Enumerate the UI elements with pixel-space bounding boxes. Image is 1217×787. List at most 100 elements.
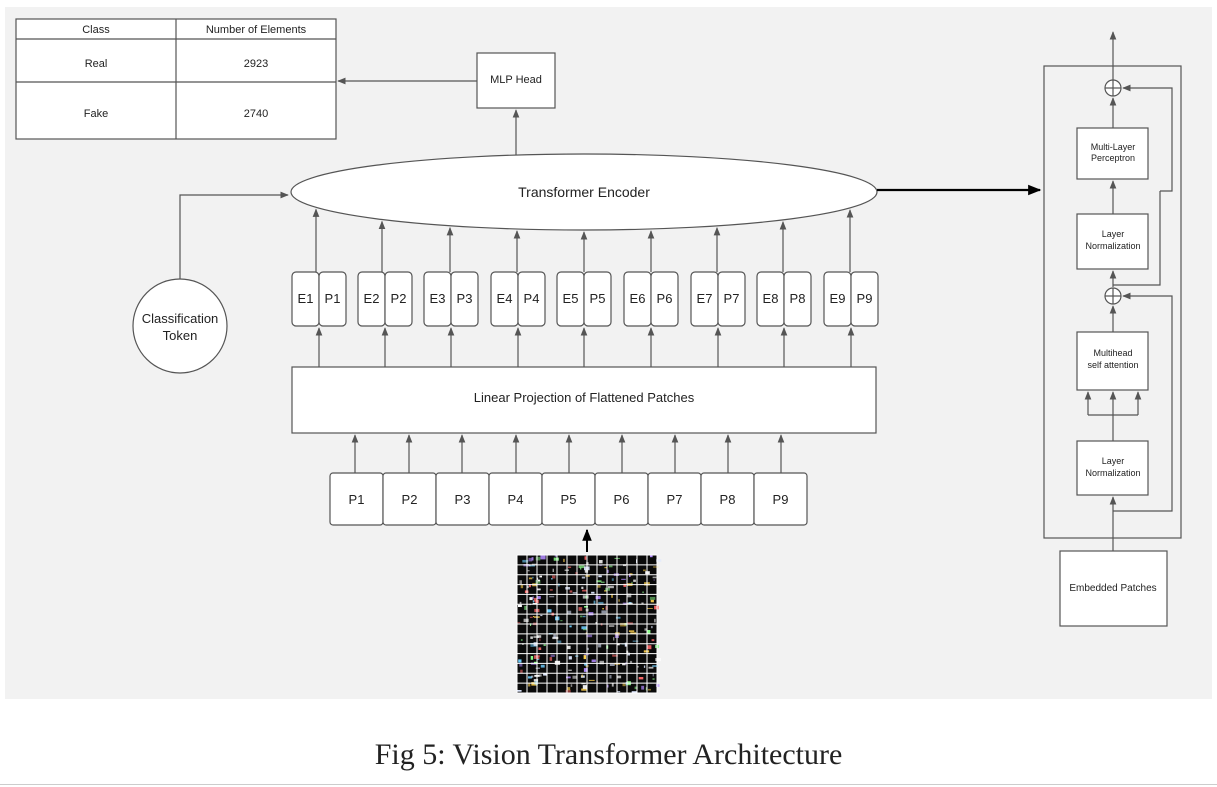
image-speck <box>566 610 572 615</box>
patch-label: P8 <box>720 492 736 507</box>
image-speck <box>528 682 531 687</box>
table-header-count: Number of Elements <box>206 24 307 36</box>
image-speck <box>530 642 537 647</box>
class-count-table: Class Number of Elements Real 2923 Fake … <box>15 18 337 140</box>
encoder-detail-block: Multi-Layer Perceptron Layer Normalizati… <box>1043 31 1182 627</box>
image-speck <box>568 566 572 568</box>
image-speck <box>582 589 587 592</box>
image-speck <box>568 656 572 660</box>
image-speck <box>621 578 626 580</box>
image-speck <box>529 616 533 618</box>
image-speck <box>537 579 540 582</box>
image-speck <box>596 584 601 588</box>
embedding-label: E1 <box>298 291 314 306</box>
image-speck <box>535 580 541 584</box>
embedding-label: E6 <box>630 291 646 306</box>
image-speck <box>618 599 620 602</box>
image-speck <box>584 606 588 608</box>
patch-label: P4 <box>508 492 524 507</box>
image-speck <box>532 576 534 579</box>
image-speck <box>595 595 601 600</box>
image-speck <box>570 684 573 687</box>
image-speck <box>528 577 533 580</box>
image-speck <box>599 660 604 665</box>
embedding-label: E3 <box>430 291 446 306</box>
position-box <box>450 271 479 327</box>
image-speck <box>554 555 557 557</box>
image-speck <box>584 556 587 560</box>
image-speck <box>527 570 530 572</box>
image-speck <box>591 591 595 594</box>
image-speck <box>637 666 639 668</box>
image-speck <box>531 682 537 686</box>
image-speck <box>582 615 586 618</box>
position-label: P9 <box>857 291 873 306</box>
image-speck <box>543 644 546 646</box>
image-speck <box>598 575 602 578</box>
image-speck <box>627 652 630 656</box>
image-speck <box>531 675 534 678</box>
image-speck <box>543 673 547 676</box>
position-label: P4 <box>524 291 540 306</box>
image-speck <box>533 635 540 638</box>
image-speck <box>652 576 657 579</box>
image-speck <box>578 565 585 569</box>
image-speck <box>656 585 660 588</box>
image-speck <box>634 686 638 690</box>
figure-caption: Fig 5: Vision Transformer Architecture <box>374 738 843 771</box>
image-speck <box>530 636 533 639</box>
image-speck <box>605 587 610 591</box>
image-speck <box>532 596 534 600</box>
image-speck <box>631 691 637 694</box>
patch-label: P9 <box>773 492 789 507</box>
image-speck <box>518 604 522 607</box>
image-speck <box>641 602 644 605</box>
image-speck <box>528 557 533 562</box>
image-speck <box>529 597 533 601</box>
image-speck <box>539 575 542 578</box>
image-speck <box>628 630 635 632</box>
image-speck <box>538 647 542 650</box>
image-speck <box>607 684 609 688</box>
image-speck <box>538 674 542 677</box>
position-box <box>650 271 679 327</box>
embedding-label: E5 <box>563 291 579 306</box>
image-speck <box>524 605 528 610</box>
image-speck <box>533 597 537 602</box>
image-speck <box>520 669 523 673</box>
image-speck <box>568 669 572 671</box>
image-speck <box>584 662 587 666</box>
image-speck <box>586 647 589 651</box>
position-label: P6 <box>657 291 673 306</box>
image-speck <box>622 602 627 605</box>
embedding-label: E9 <box>830 291 846 306</box>
image-speck <box>530 656 534 660</box>
embedded-patches-box <box>1059 550 1168 627</box>
image-speck <box>617 675 622 679</box>
image-speck <box>529 584 531 588</box>
image-speck <box>608 585 614 589</box>
image-speck <box>598 643 602 648</box>
image-speck <box>580 615 583 618</box>
image-speck <box>563 558 565 562</box>
table-cell-class: Fake <box>84 108 108 120</box>
embedding-label: E4 <box>497 291 513 306</box>
image-speck <box>535 556 541 561</box>
position-box <box>384 271 413 327</box>
image-speck <box>547 609 552 613</box>
patch-label: P3 <box>455 492 471 507</box>
image-speck <box>586 634 593 638</box>
image-speck <box>536 658 540 660</box>
image-speck <box>523 618 529 622</box>
image-speck <box>517 622 521 624</box>
image-speck <box>643 569 646 572</box>
arrow-token-to-encoder <box>179 191 289 279</box>
mlp-block <box>1076 127 1149 180</box>
image-speck <box>655 684 660 687</box>
image-speck <box>569 625 572 628</box>
mlp-block-label-1: Multi-Layer <box>1091 142 1136 152</box>
image-speck <box>646 645 652 650</box>
